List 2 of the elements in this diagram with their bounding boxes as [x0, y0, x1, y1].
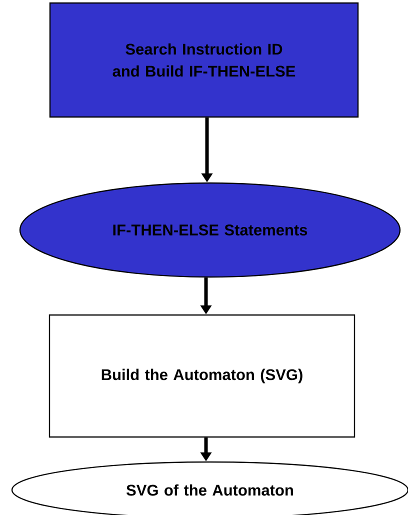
process-box: Build the Automaton (SVG) — [48, 314, 356, 438]
process-box: Search Instruction ID and Build IF-THEN-ELSE — [49, 2, 359, 118]
